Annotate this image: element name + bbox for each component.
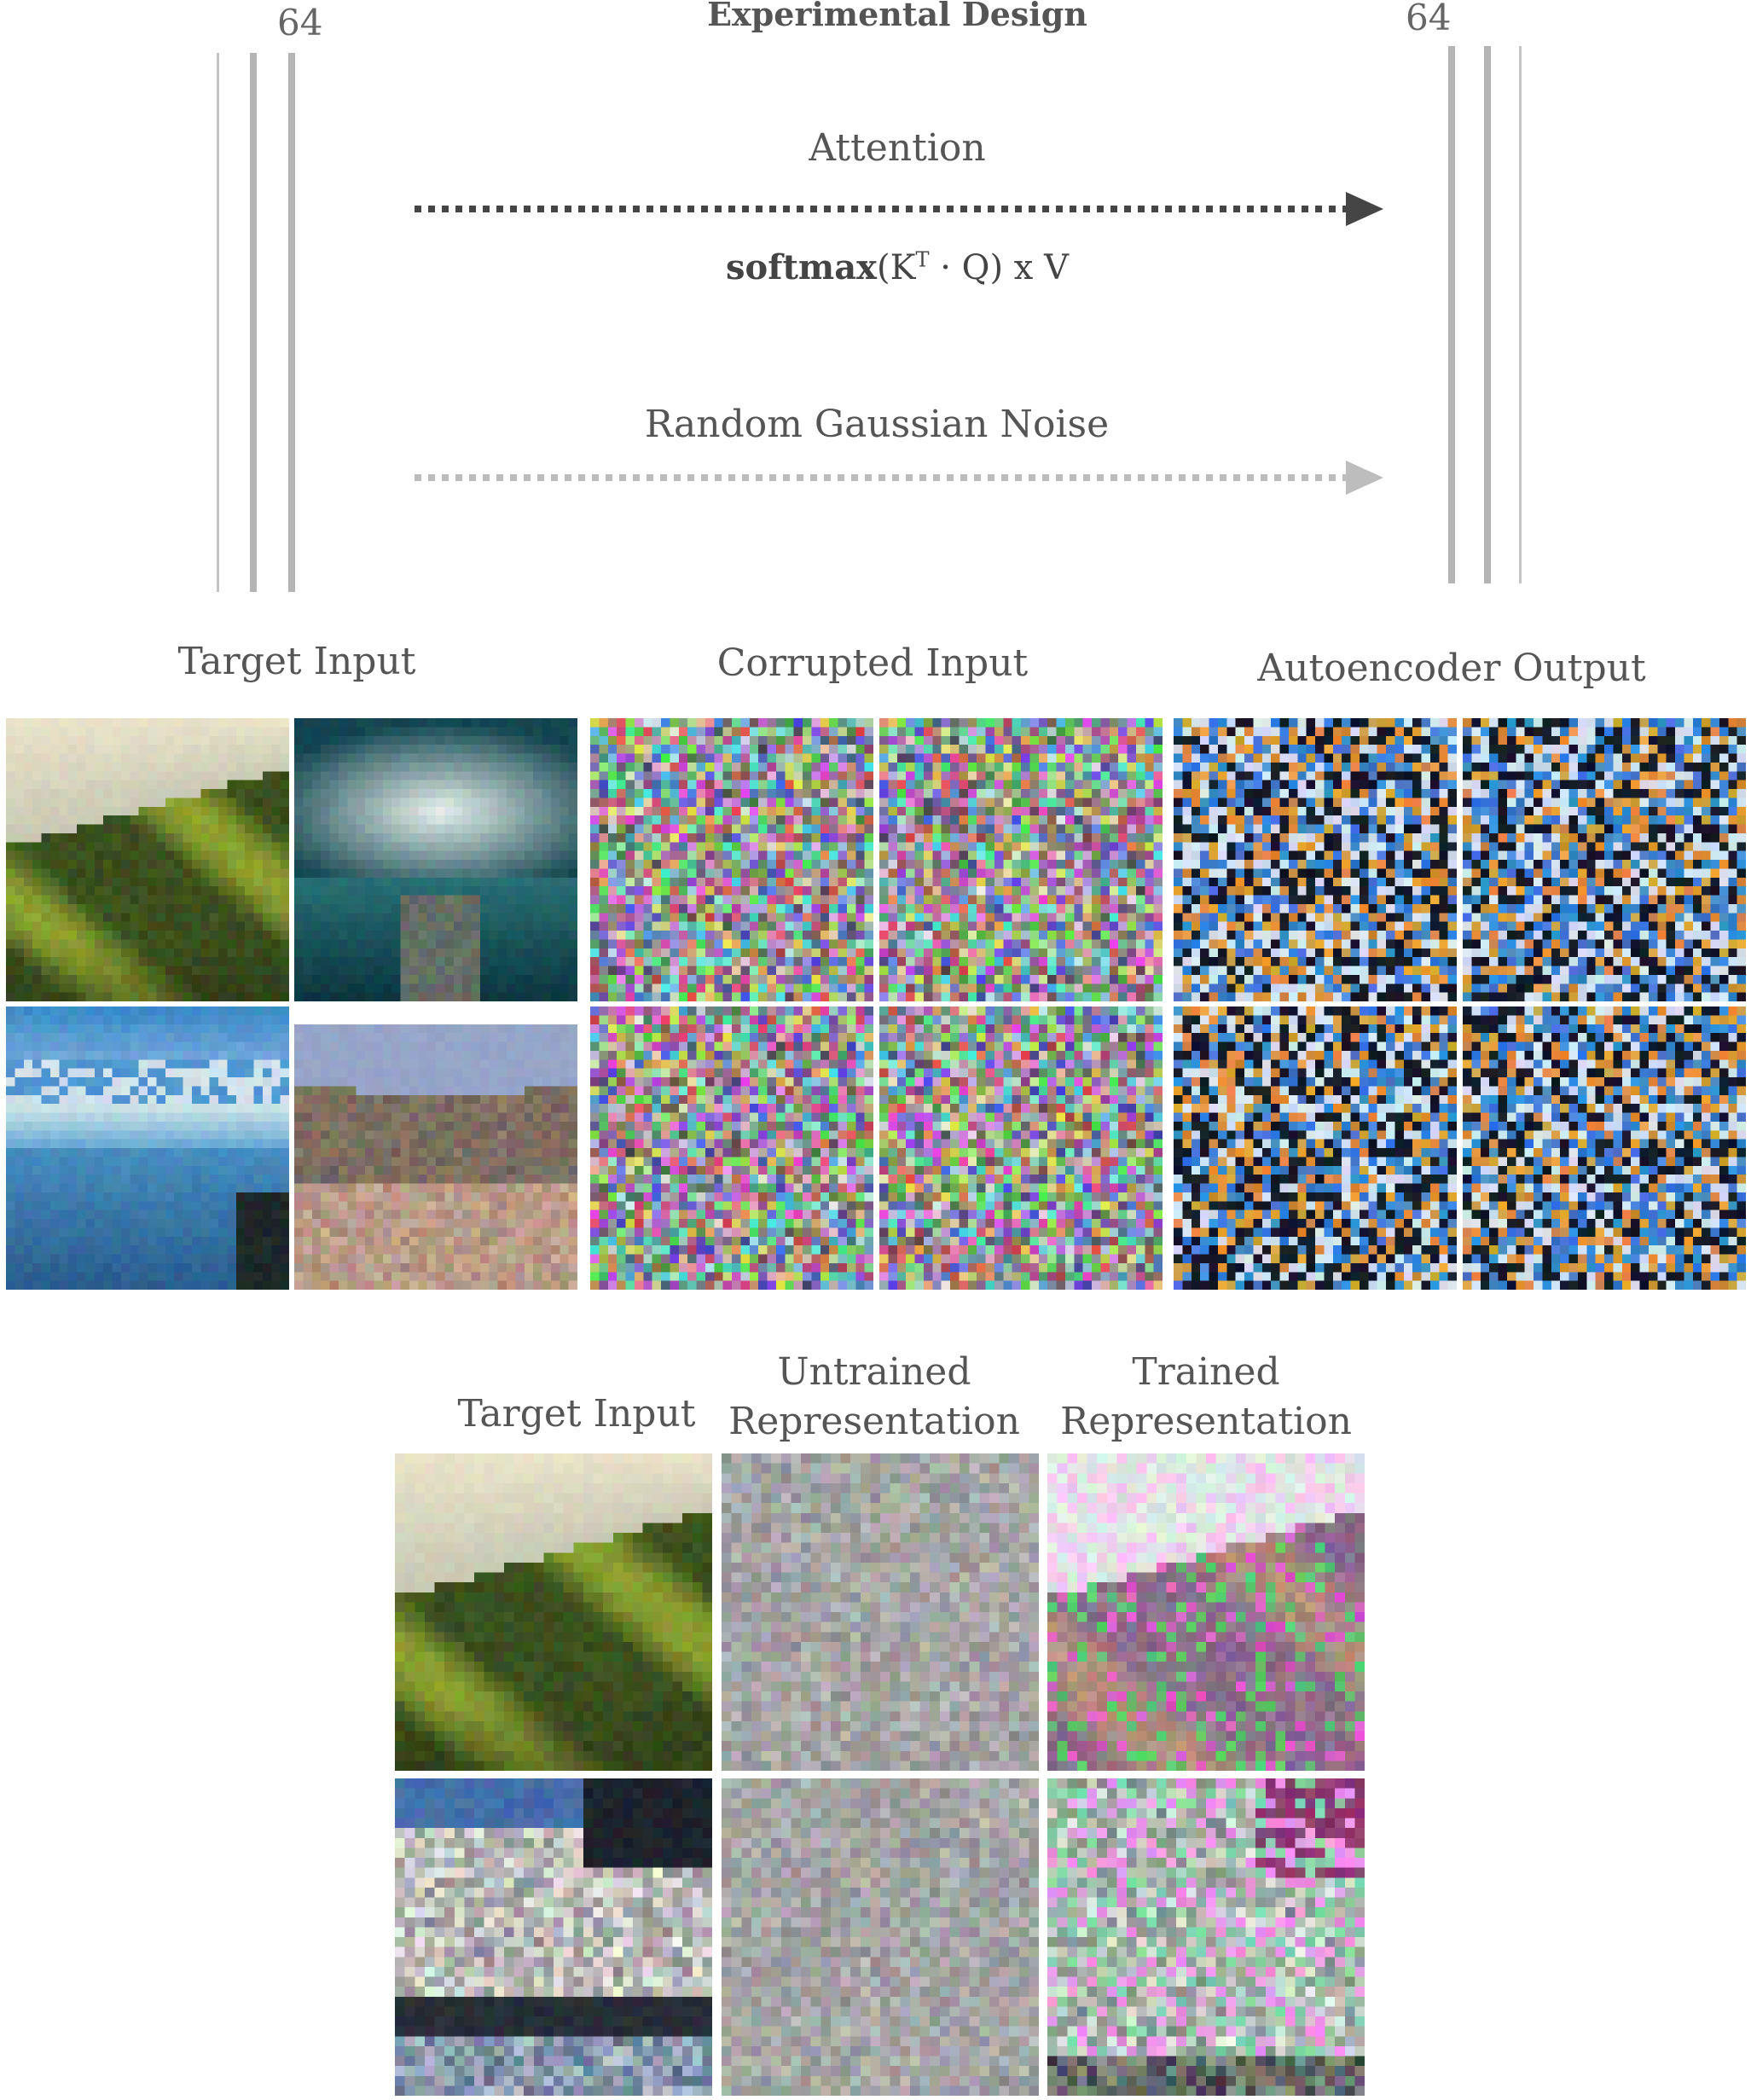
section1-corrupted-label: Corrupted Input xyxy=(716,641,1029,685)
right-dimension-label: 64 xyxy=(1406,0,1452,38)
formula-k: (K xyxy=(877,248,916,287)
attention-label: Attention xyxy=(809,126,986,170)
target-image-pier xyxy=(294,718,577,1001)
output-image-3 xyxy=(1174,1006,1457,1290)
right-layer-bar-1 xyxy=(1448,46,1455,583)
formula-rest: · Q) x V xyxy=(929,248,1069,287)
noise-label: Random Gaussian Noise xyxy=(644,403,1110,446)
attention-arrow-head xyxy=(1346,192,1383,226)
target-image-hillside xyxy=(6,718,289,1001)
trained-label-line1: Trained xyxy=(1132,1350,1280,1394)
target-image-hillside-2 xyxy=(395,1453,712,1771)
left-layer-bar-2 xyxy=(250,53,257,592)
corrupted-image-1 xyxy=(590,718,873,1001)
attention-arrow xyxy=(415,192,1383,226)
left-layer-bar-3 xyxy=(288,53,295,592)
noise-arrow xyxy=(415,461,1383,495)
section2-target-label: Target Input xyxy=(457,1392,696,1436)
trained-label-line2: Representation xyxy=(1060,1400,1352,1443)
attention-formula: softmax(KT · Q) x V xyxy=(641,247,1153,287)
untrained-label-line1: Untrained xyxy=(777,1350,971,1394)
untrained-label-line2: Representation xyxy=(728,1400,1020,1443)
output-image-4 xyxy=(1463,1006,1746,1290)
formula-function: softmax xyxy=(726,247,878,287)
trained-image-2 xyxy=(1047,1778,1365,2096)
target-image-mountain-lake xyxy=(6,1006,289,1290)
trained-image-1 xyxy=(1047,1453,1365,1771)
left-dimension-label: 64 xyxy=(277,2,323,44)
output-image-1 xyxy=(1174,718,1457,1001)
untrained-image-2 xyxy=(722,1778,1039,2096)
noise-arrow-head xyxy=(1346,461,1383,495)
section1-output-label: Autoencoder Output xyxy=(1257,647,1646,690)
right-layer-bar-3 xyxy=(1519,46,1522,583)
target-image-desert xyxy=(294,1006,577,1290)
section2-untrained-label: Untrained Representation xyxy=(704,1348,1045,1447)
target-image-clouds-sea xyxy=(395,1778,712,2096)
right-layer-bar-2 xyxy=(1484,46,1491,583)
left-layer-bar-1 xyxy=(217,53,219,592)
diagram-title: Experimental Design xyxy=(707,0,1087,33)
corrupted-image-4 xyxy=(879,1006,1163,1290)
formula-transpose: T xyxy=(915,247,930,272)
untrained-image-1 xyxy=(722,1453,1039,1771)
section1-target-label: Target Input xyxy=(177,640,416,683)
corrupted-image-2 xyxy=(879,718,1163,1001)
section2-trained-label: Trained Representation xyxy=(1035,1348,1377,1447)
corrupted-image-3 xyxy=(590,1006,873,1290)
output-image-2 xyxy=(1463,718,1746,1001)
